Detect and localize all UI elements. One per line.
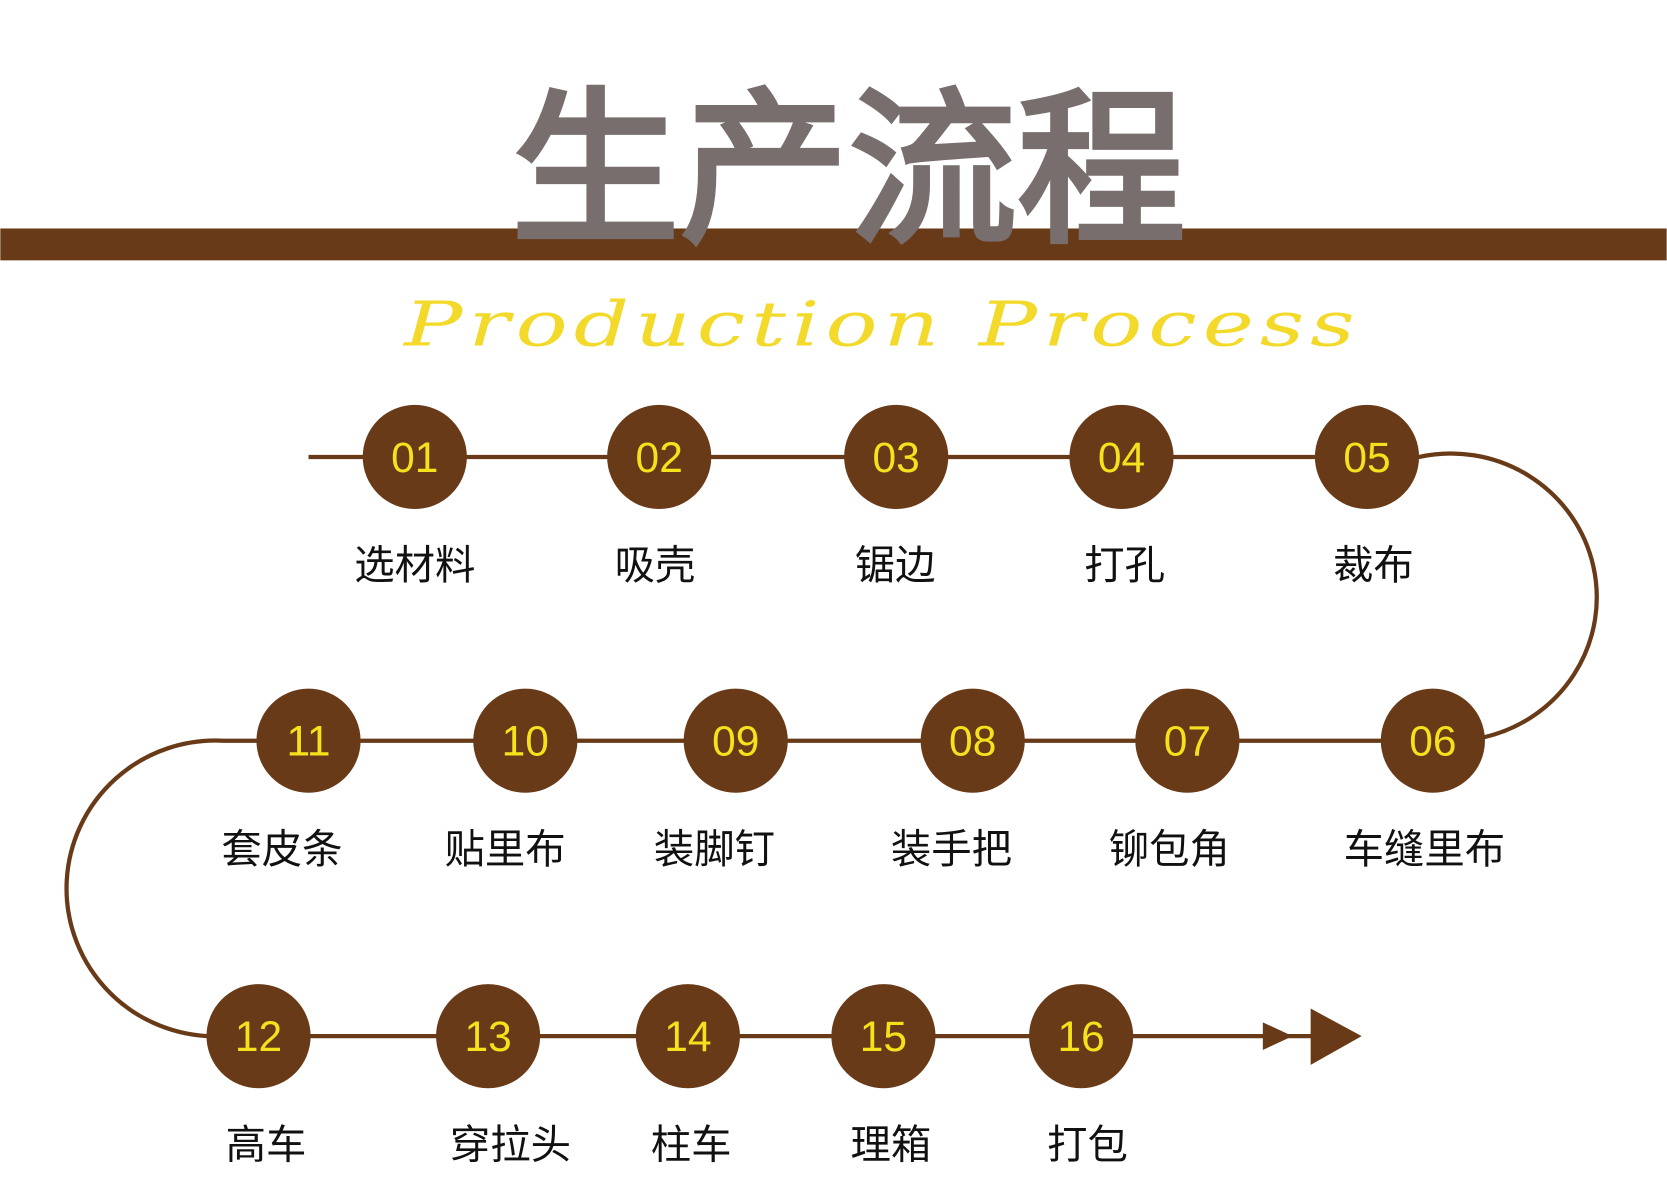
- step-circle: [1069, 404, 1174, 510]
- step-circle: [256, 688, 361, 793]
- step-number: 02: [636, 435, 683, 482]
- step-number: 14: [664, 1014, 711, 1061]
- step-label: 穿拉头: [450, 1121, 571, 1168]
- page-title: 生产流程: [511, 72, 1186, 268]
- step-number: 13: [464, 1014, 511, 1061]
- step-number: 16: [1057, 1014, 1104, 1061]
- step-circle: [362, 404, 467, 510]
- step-16: 16 打包: [1029, 984, 1134, 1168]
- step-label: 打包: [1047, 1121, 1128, 1168]
- step-06: 06 车缝里布: [1344, 688, 1505, 873]
- step-label: 吸壳: [615, 542, 696, 589]
- step-number: 04: [1098, 435, 1145, 482]
- step-number: 03: [873, 435, 920, 482]
- step-11: 11 套皮条: [221, 688, 361, 873]
- step-08: 08 装手把: [891, 688, 1025, 873]
- steps-group: 01 选材料 02 吸壳 03 锯边 04 打孔 05 裁布 06 车缝里布 07 铆包角 08 装手把 09 装…: [206, 404, 1505, 1168]
- step-02: 02 吸壳: [607, 404, 712, 589]
- step-label: 车缝里布: [1344, 826, 1505, 873]
- step-number: 08: [949, 719, 996, 766]
- step-number: 06: [1409, 719, 1456, 766]
- page-subtitle: Production Process: [403, 288, 1361, 360]
- step-circle: [844, 404, 949, 510]
- step-circle: [436, 984, 541, 1089]
- step-label: 打孔: [1084, 542, 1165, 589]
- step-number: 07: [1164, 719, 1211, 766]
- step-label: 装脚钉: [654, 826, 775, 873]
- step-label: 选材料: [354, 542, 475, 589]
- step-number: 12: [235, 1014, 282, 1061]
- header-band: [0, 228, 1667, 261]
- step-label: 柱车: [651, 1121, 732, 1168]
- arrow-large-icon: [1310, 1008, 1362, 1065]
- step-number: 11: [286, 719, 330, 766]
- step-label: 套皮条: [221, 826, 342, 873]
- step-01: 01 选材料: [354, 404, 475, 589]
- step-circle: [473, 688, 578, 793]
- step-07: 07 铆包角: [1109, 688, 1240, 873]
- step-04: 04 打孔: [1069, 404, 1174, 589]
- step-number: 10: [502, 719, 549, 766]
- step-number: 09: [712, 719, 759, 766]
- step-circle: [1314, 404, 1420, 510]
- step-14: 14 柱车: [635, 984, 740, 1168]
- step-label: 装手把: [891, 826, 1012, 873]
- step-circle: [206, 984, 311, 1089]
- step-circle: [635, 984, 740, 1089]
- step-circle: [607, 404, 712, 510]
- step-circle: [1380, 688, 1485, 793]
- step-15: 15 理箱: [831, 984, 936, 1168]
- step-number: 15: [860, 1014, 907, 1061]
- step-label: 锯边: [855, 542, 936, 589]
- step-circle: [683, 688, 788, 793]
- step-13: 13 穿拉头: [436, 984, 571, 1168]
- step-label: 贴里布: [445, 826, 566, 873]
- step-label: 理箱: [851, 1121, 932, 1168]
- flow-line-row-1: [308, 451, 1599, 740]
- step-label: 铆包角: [1109, 826, 1230, 873]
- step-number: 01: [391, 435, 438, 482]
- step-circle: [1135, 688, 1240, 793]
- step-03: 03 锯边: [844, 404, 949, 589]
- arrow-small-icon: [1262, 1022, 1293, 1050]
- step-09: 09 装脚钉: [654, 688, 788, 873]
- step-05: 05 裁布: [1314, 404, 1420, 589]
- step-10: 10 贴里布: [445, 688, 578, 873]
- step-label: 裁布: [1333, 542, 1414, 589]
- step-circle: [831, 984, 936, 1089]
- step-circle: [1029, 984, 1134, 1089]
- step-12: 12 高车: [206, 984, 311, 1168]
- step-circle: [920, 688, 1025, 793]
- step-number: 05: [1343, 435, 1390, 482]
- flow-line-row-2: [64, 738, 1433, 1039]
- step-label: 高车: [226, 1121, 307, 1168]
